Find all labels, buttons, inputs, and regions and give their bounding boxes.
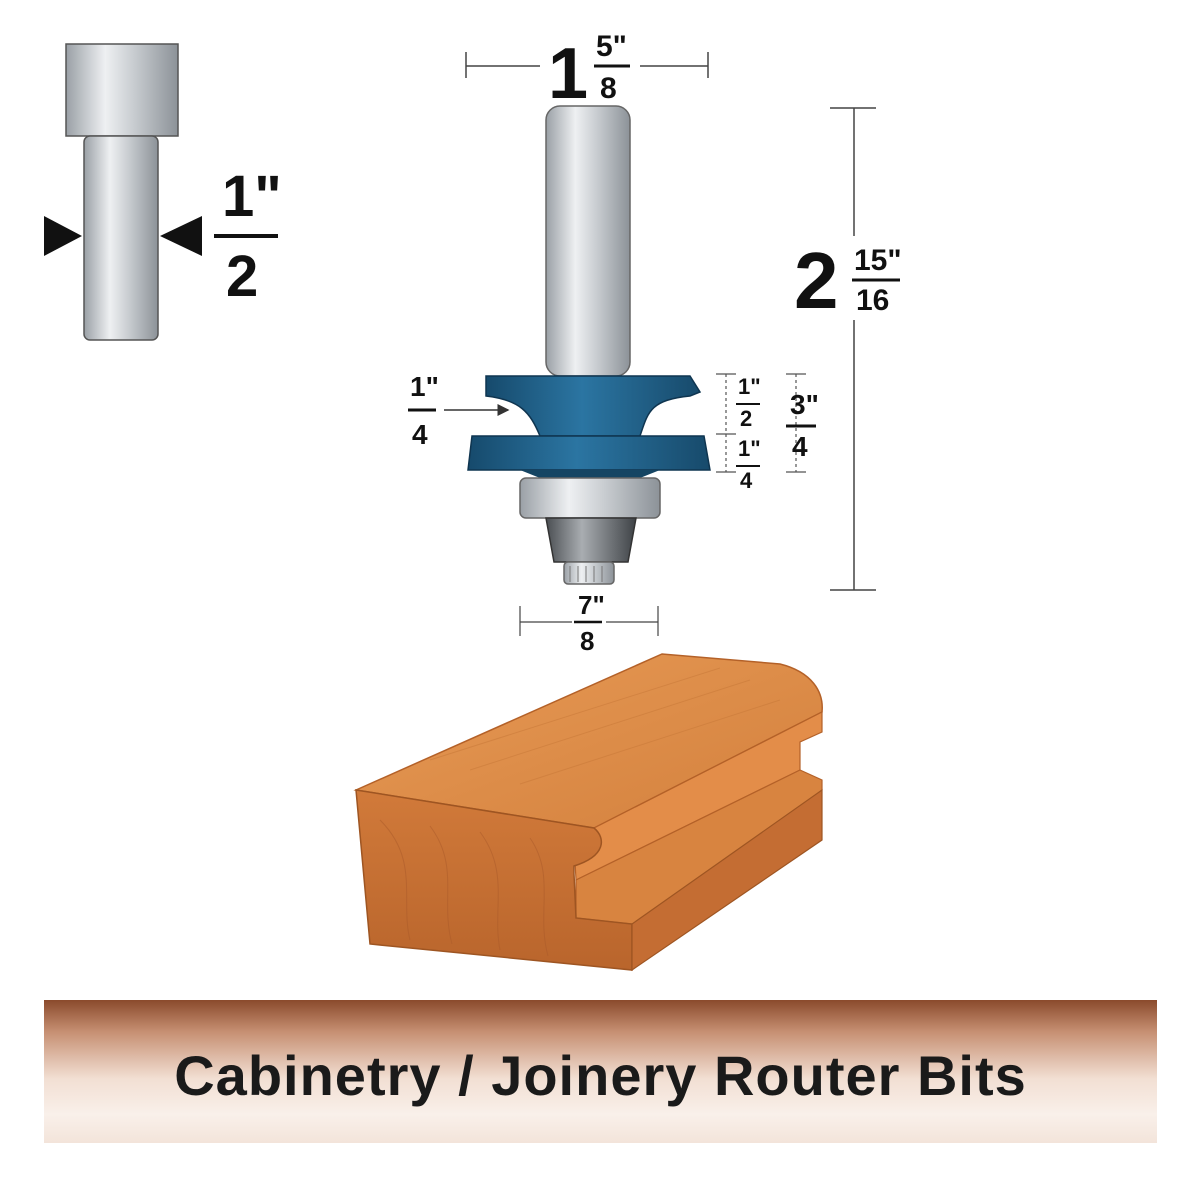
overall-length-numerator: 15"	[854, 244, 902, 277]
upper-cut-denominator: 2	[740, 406, 752, 431]
shank-diameter-numerator: 1"	[222, 164, 282, 229]
profile-radius-numerator: 1"	[410, 371, 439, 402]
overall-length-dimension: 2 15" 16	[794, 107, 902, 591]
profile-radius-dimension: 1" 4	[408, 371, 510, 450]
shank-diameter-label: 1" 2	[214, 164, 282, 309]
overall-length-denominator: 16	[856, 284, 889, 317]
bearing-diameter-numerator: 7"	[578, 590, 605, 620]
left-arrow-icon	[44, 216, 82, 256]
total-cut-numerator: 3"	[790, 389, 819, 420]
cutting-diameter-whole: 1	[548, 34, 588, 114]
right-arrow-icon	[160, 216, 202, 256]
shank-detail-illustration	[44, 43, 202, 341]
shank-diameter-denominator: 2	[226, 244, 258, 309]
profile-radius-denominator: 4	[412, 419, 428, 450]
category-banner: Cabinetry / Joinery Router Bits	[44, 1000, 1157, 1143]
cutting-diameter-denominator: 8	[600, 72, 617, 105]
bearing-diameter-denominator: 8	[580, 626, 594, 656]
lower-cut-numerator: 1"	[738, 436, 761, 461]
upper-cut-numerator: 1"	[738, 374, 761, 399]
bearing-diameter-dimension: 7" 8	[519, 590, 659, 656]
banner-title: Cabinetry / Joinery Router Bits	[174, 1044, 1027, 1107]
total-cut-denominator: 4	[792, 431, 808, 462]
lower-cut-denominator: 4	[740, 468, 753, 493]
wood-profile-illustration	[353, 653, 823, 972]
overall-length-whole: 2	[794, 236, 839, 325]
cutting-diameter-numerator: 5"	[596, 30, 627, 63]
cutting-diameter-dimension: 1 5" 8	[465, 30, 709, 114]
router-bit-illustration	[467, 105, 711, 585]
cut-height-dimensions: 1" 2 1" 4 3" 4	[716, 373, 819, 493]
